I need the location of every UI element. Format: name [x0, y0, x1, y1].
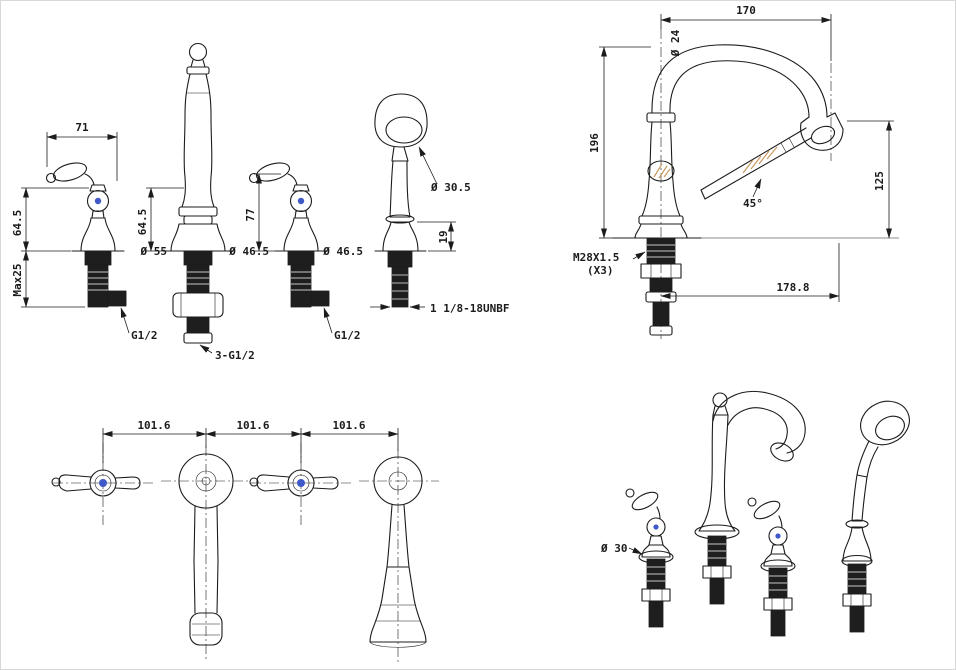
dim-spacing-2: 101.6 — [236, 419, 269, 432]
dim-shower-base-dia: Ø 46.5 — [322, 245, 363, 258]
label-shank-thread: M28X1.5 — [573, 251, 619, 264]
front-spout-drawing — [162, 42, 234, 344]
front-left-handle-drawing — [45, 159, 127, 308]
dim-total-reach: 178.8 — [776, 281, 809, 294]
perspective-view: Ø 30 — [600, 391, 910, 637]
dim-spout-height: 64.5 — [136, 209, 149, 236]
dim-cradle-height: 19 — [437, 230, 450, 243]
label-thread-count: (X3) — [587, 264, 614, 277]
front-right-handle-drawing — [248, 159, 330, 308]
side-spout-drawing — [612, 44, 899, 336]
dim-handle-dia: Ø 30 — [600, 542, 628, 555]
persp-left-handle-drawing — [625, 488, 674, 564]
dim-outlet-height: 125 — [873, 171, 886, 191]
persp-right-shank-drawing — [763, 567, 793, 637]
dim-lever-width: 71 — [75, 121, 89, 134]
plan-left-handle-drawing — [51, 442, 154, 529]
dim-tube-dia: Ø 24 — [669, 29, 682, 57]
dim-handle-base-dia: Ø 46.5 — [228, 245, 269, 258]
label-shower-thread: 1 1/8-18UNBF — [430, 302, 509, 315]
dim-shower-head-dia: Ø 30.5 — [430, 181, 471, 194]
dim-handle-height: 77 — [244, 208, 257, 221]
dim-spacing-3: 101.6 — [332, 419, 365, 432]
plan-spout-drawing — [161, 446, 251, 661]
plan-view: 101.6 101.6 101.6 — [51, 419, 439, 664]
front-dimensions: 71 64.5 Max25 64.5 77 Ø 55 Ø 46.5 Ø 46.5 — [11, 121, 509, 362]
dim-left-height: 64.5 — [11, 210, 24, 237]
side-view: 170 Ø 24 196 125 45° M28X1.5 (X3) 178.8 — [573, 4, 899, 339]
plan-dimensions: 101.6 101.6 101.6 — [102, 419, 399, 463]
persp-left-shank-drawing — [641, 558, 671, 628]
plan-right-handle-drawing — [249, 442, 352, 529]
persp-right-handle-drawing — [747, 497, 796, 573]
hatch-wand — [742, 146, 778, 174]
label-spout-threads: 3-G1/2 — [215, 349, 255, 362]
front-handshower-drawing — [374, 93, 428, 308]
dim-wand-angle: 45° — [743, 197, 763, 210]
front-view: 71 64.5 Max25 64.5 77 Ø 55 Ø 46.5 Ø 46.5 — [11, 42, 509, 362]
hatch-knob — [653, 163, 671, 179]
persp-spout-drawing — [694, 391, 806, 605]
side-dimensions: 170 Ø 24 196 125 45° M28X1.5 (X3) 178.8 — [573, 4, 894, 302]
persp-handshower-drawing — [841, 400, 910, 633]
dim-spout-base-dia: Ø 55 — [140, 245, 168, 258]
dim-spacing-1: 101.6 — [137, 419, 170, 432]
dim-max-depth: Max25 — [11, 263, 24, 296]
label-right-thread: G1/2 — [334, 329, 361, 342]
label-left-thread: G1/2 — [131, 329, 158, 342]
dim-reach: 170 — [736, 4, 756, 17]
dim-height: 196 — [588, 133, 601, 153]
plan-handshower-drawing — [359, 449, 439, 664]
perspective-dimensions: Ø 30 — [600, 542, 643, 555]
